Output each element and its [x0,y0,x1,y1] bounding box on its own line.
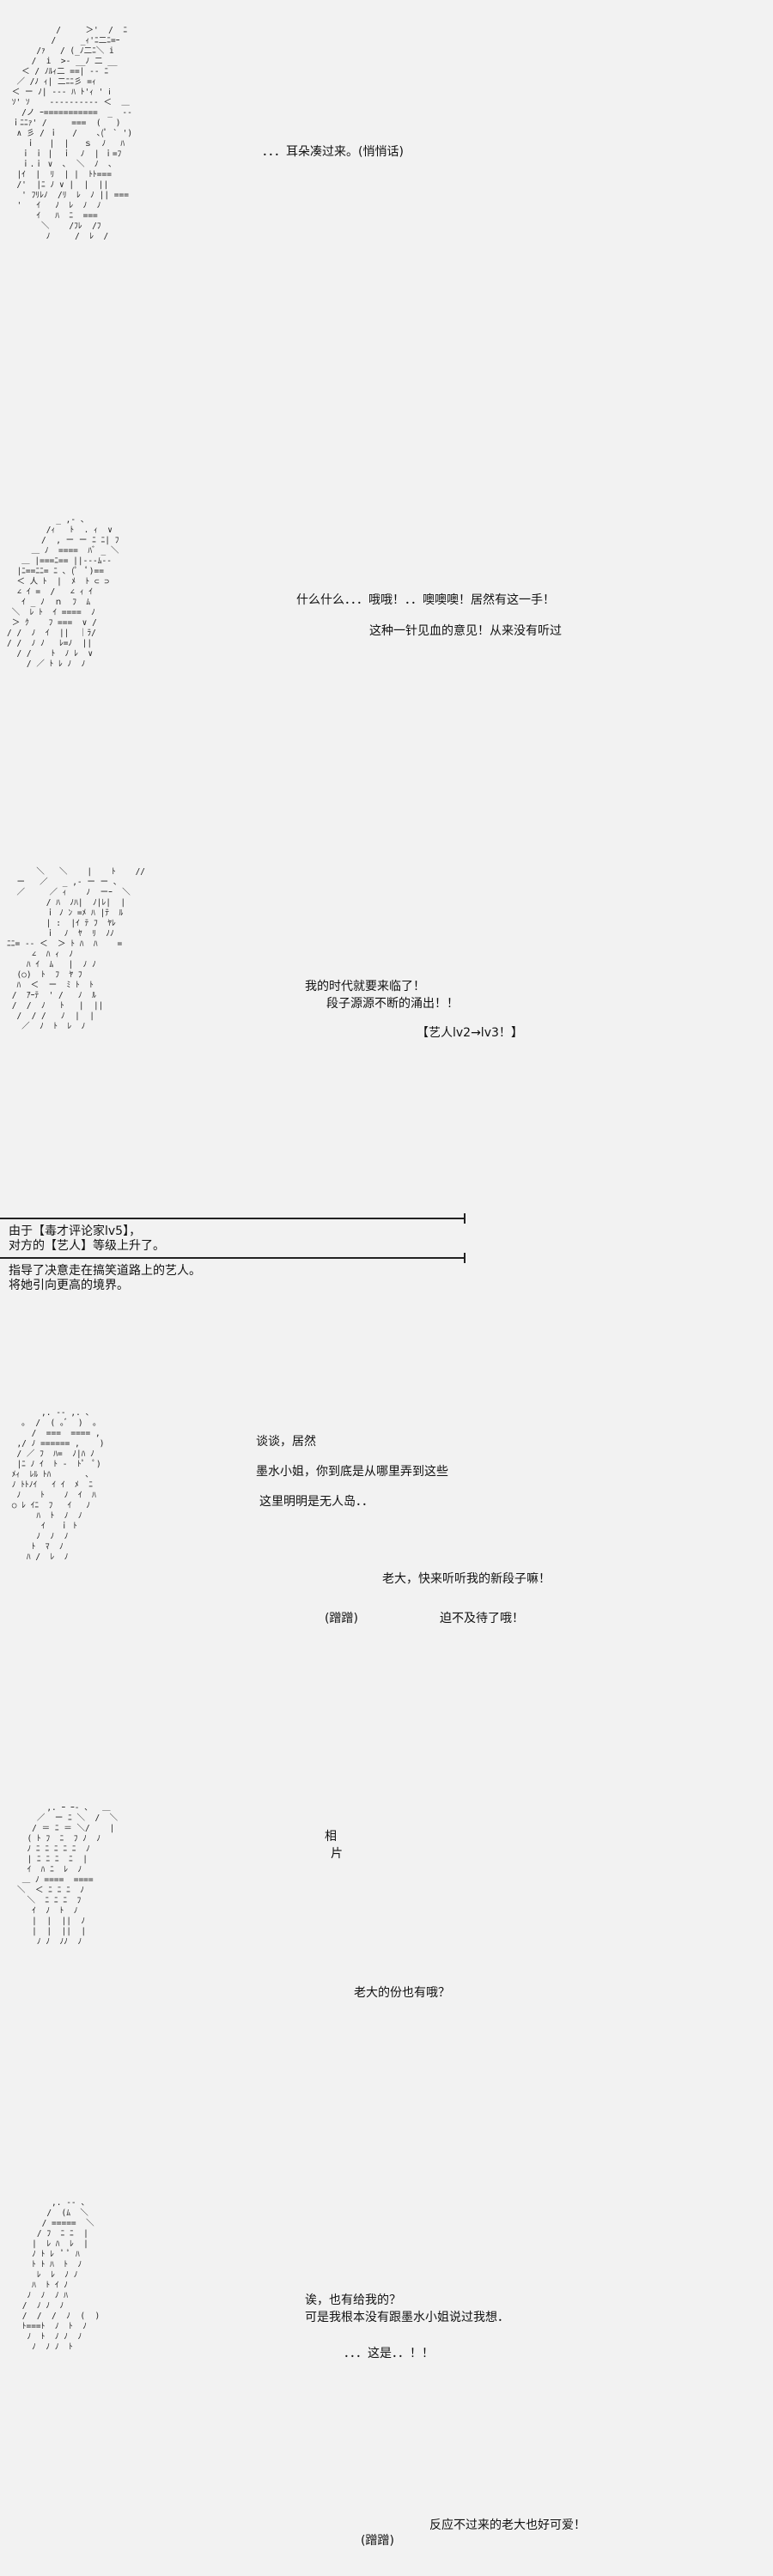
dialogue-line: 谈谈，居然 [256,1435,316,1449]
ascii-art-character: ,. -- ,. 、 ｡ / ( ｡ﾞ ) ｡ / === ==== , ,/ … [11,1408,105,1562]
divider-rule [0,1213,466,1224]
system-note-line: 对方的【艺人】等级上升了。 [9,1239,165,1253]
panel-1: / ＞' / ﾆ / _ｨ'ﾆ二ﾆ=ｰ /ｧ / (_ﾉ二ﾆ＼ i / i >-… [0,0,773,481]
sound-effect: (蹭蹭) [361,2534,394,2548]
dialogue-line: 迫不及待了哦！ [440,1612,524,1625]
dialogue-line: 这种一针见血的意见！从来没有听过 [369,624,562,638]
dialogue-line: 老大的份也有哦？ [354,1986,450,2000]
panel-2: _ ,- 、 /ｨ ﾄ . ｨ ∨ / , ー ー ﾆ ﾆ| ﾌ ＿ ﾉ ===… [0,498,773,859]
system-note-line: 由于【毒才评论家lv5】， [9,1224,142,1238]
ascii-art-character: ＼ ＼ | ﾄ // ー ／ _ ,- ー ー 、 ／ ／ ｨ ﾉ ーｰ ＼ /… [7,867,146,1031]
ascii-art-character: / ＞' / ﾆ / _ｨ'ﾆ二ﾆ=ｰ /ｧ / (_ﾉ二ﾆ＼ i / i >-… [11,26,133,241]
photo-sign-label: 相 [325,1830,337,1844]
system-note-line: 指导了决意走在搞笑道路上的艺人。 [9,1264,201,1278]
dialogue-line: 什么什么．．．哦哦！．．噢噢噢！居然有这一手！ [296,593,555,607]
ascii-art-character: ,. -- 、 / (ﾑ ＼ / ===== ＼ / ﾌ ﾆ ﾆ | | ﾚ ﾊ… [21,2198,100,2352]
panel-6: ,. -- 、 / (ﾑ ＼ / ===== ＼ / ﾌ ﾆ ﾆ | | ﾚ ﾊ… [0,2181,773,2576]
sound-effect: (蹭蹭) [325,1612,358,1625]
dialogue-line: ．．．耳朵凑过来。(悄悄话) [262,145,404,159]
dialogue-line: 墨水小姐，你到底是从哪里弄到这些 [256,1465,448,1479]
panel-4: ,. -- ,. 、 ｡ / ( ｡ﾞ ) ｡ / === ==== , ,/ … [0,1408,773,1769]
panel-5: ,. ｰ ｰ‐ 、 ＿ ／ ー ﾆ ＼ / ＼ / ＝ ﾆ ＝ ＼/ | ( ﾄ… [0,1795,773,2155]
dialogue-line: 老大，快来听听我的新段子嘛！ [382,1572,551,1586]
dialogue-line: ．．．这是．．！！ [344,2347,434,2360]
level-up-tag: 【艺人lv2→lv3！】 [417,1026,523,1040]
panel-3: ＼ ＼ | ﾄ // ー ／ _ ,- ー ー 、 ／ ／ ｨ ﾉ ーｰ ＼ /… [0,867,773,1211]
dialogue-line: 段子源源不断的涌出！！ [326,997,459,1011]
ascii-art-character: ,. ｰ ｰ‐ 、 ＿ ／ ー ﾆ ＼ / ＼ / ＝ ﾆ ＝ ＼/ | ( ﾄ… [17,1803,119,1947]
dialogue-line: 我的时代就要来临了！ [305,980,425,993]
photo-sign-label: 片 [331,1847,343,1861]
dialogue-line: 可是我根本没有跟墨水小姐说过我想． [305,2311,509,2324]
ascii-art-character: _ ,- 、 /ｨ ﾄ . ｨ ∨ / , ー ー ﾆ ﾆ| ﾌ ＿ ﾉ ===… [7,515,119,669]
dialogue-line: 诶，也有给我的？ [305,2293,401,2307]
dialogue-line: 这里明明是无人岛．． [259,1495,374,1509]
dialogue-line: 反应不过来的老大也好可爱！ [429,2518,586,2532]
system-note-line: 将她引向更高的境界。 [9,1279,129,1292]
divider-rule [0,1253,466,1263]
